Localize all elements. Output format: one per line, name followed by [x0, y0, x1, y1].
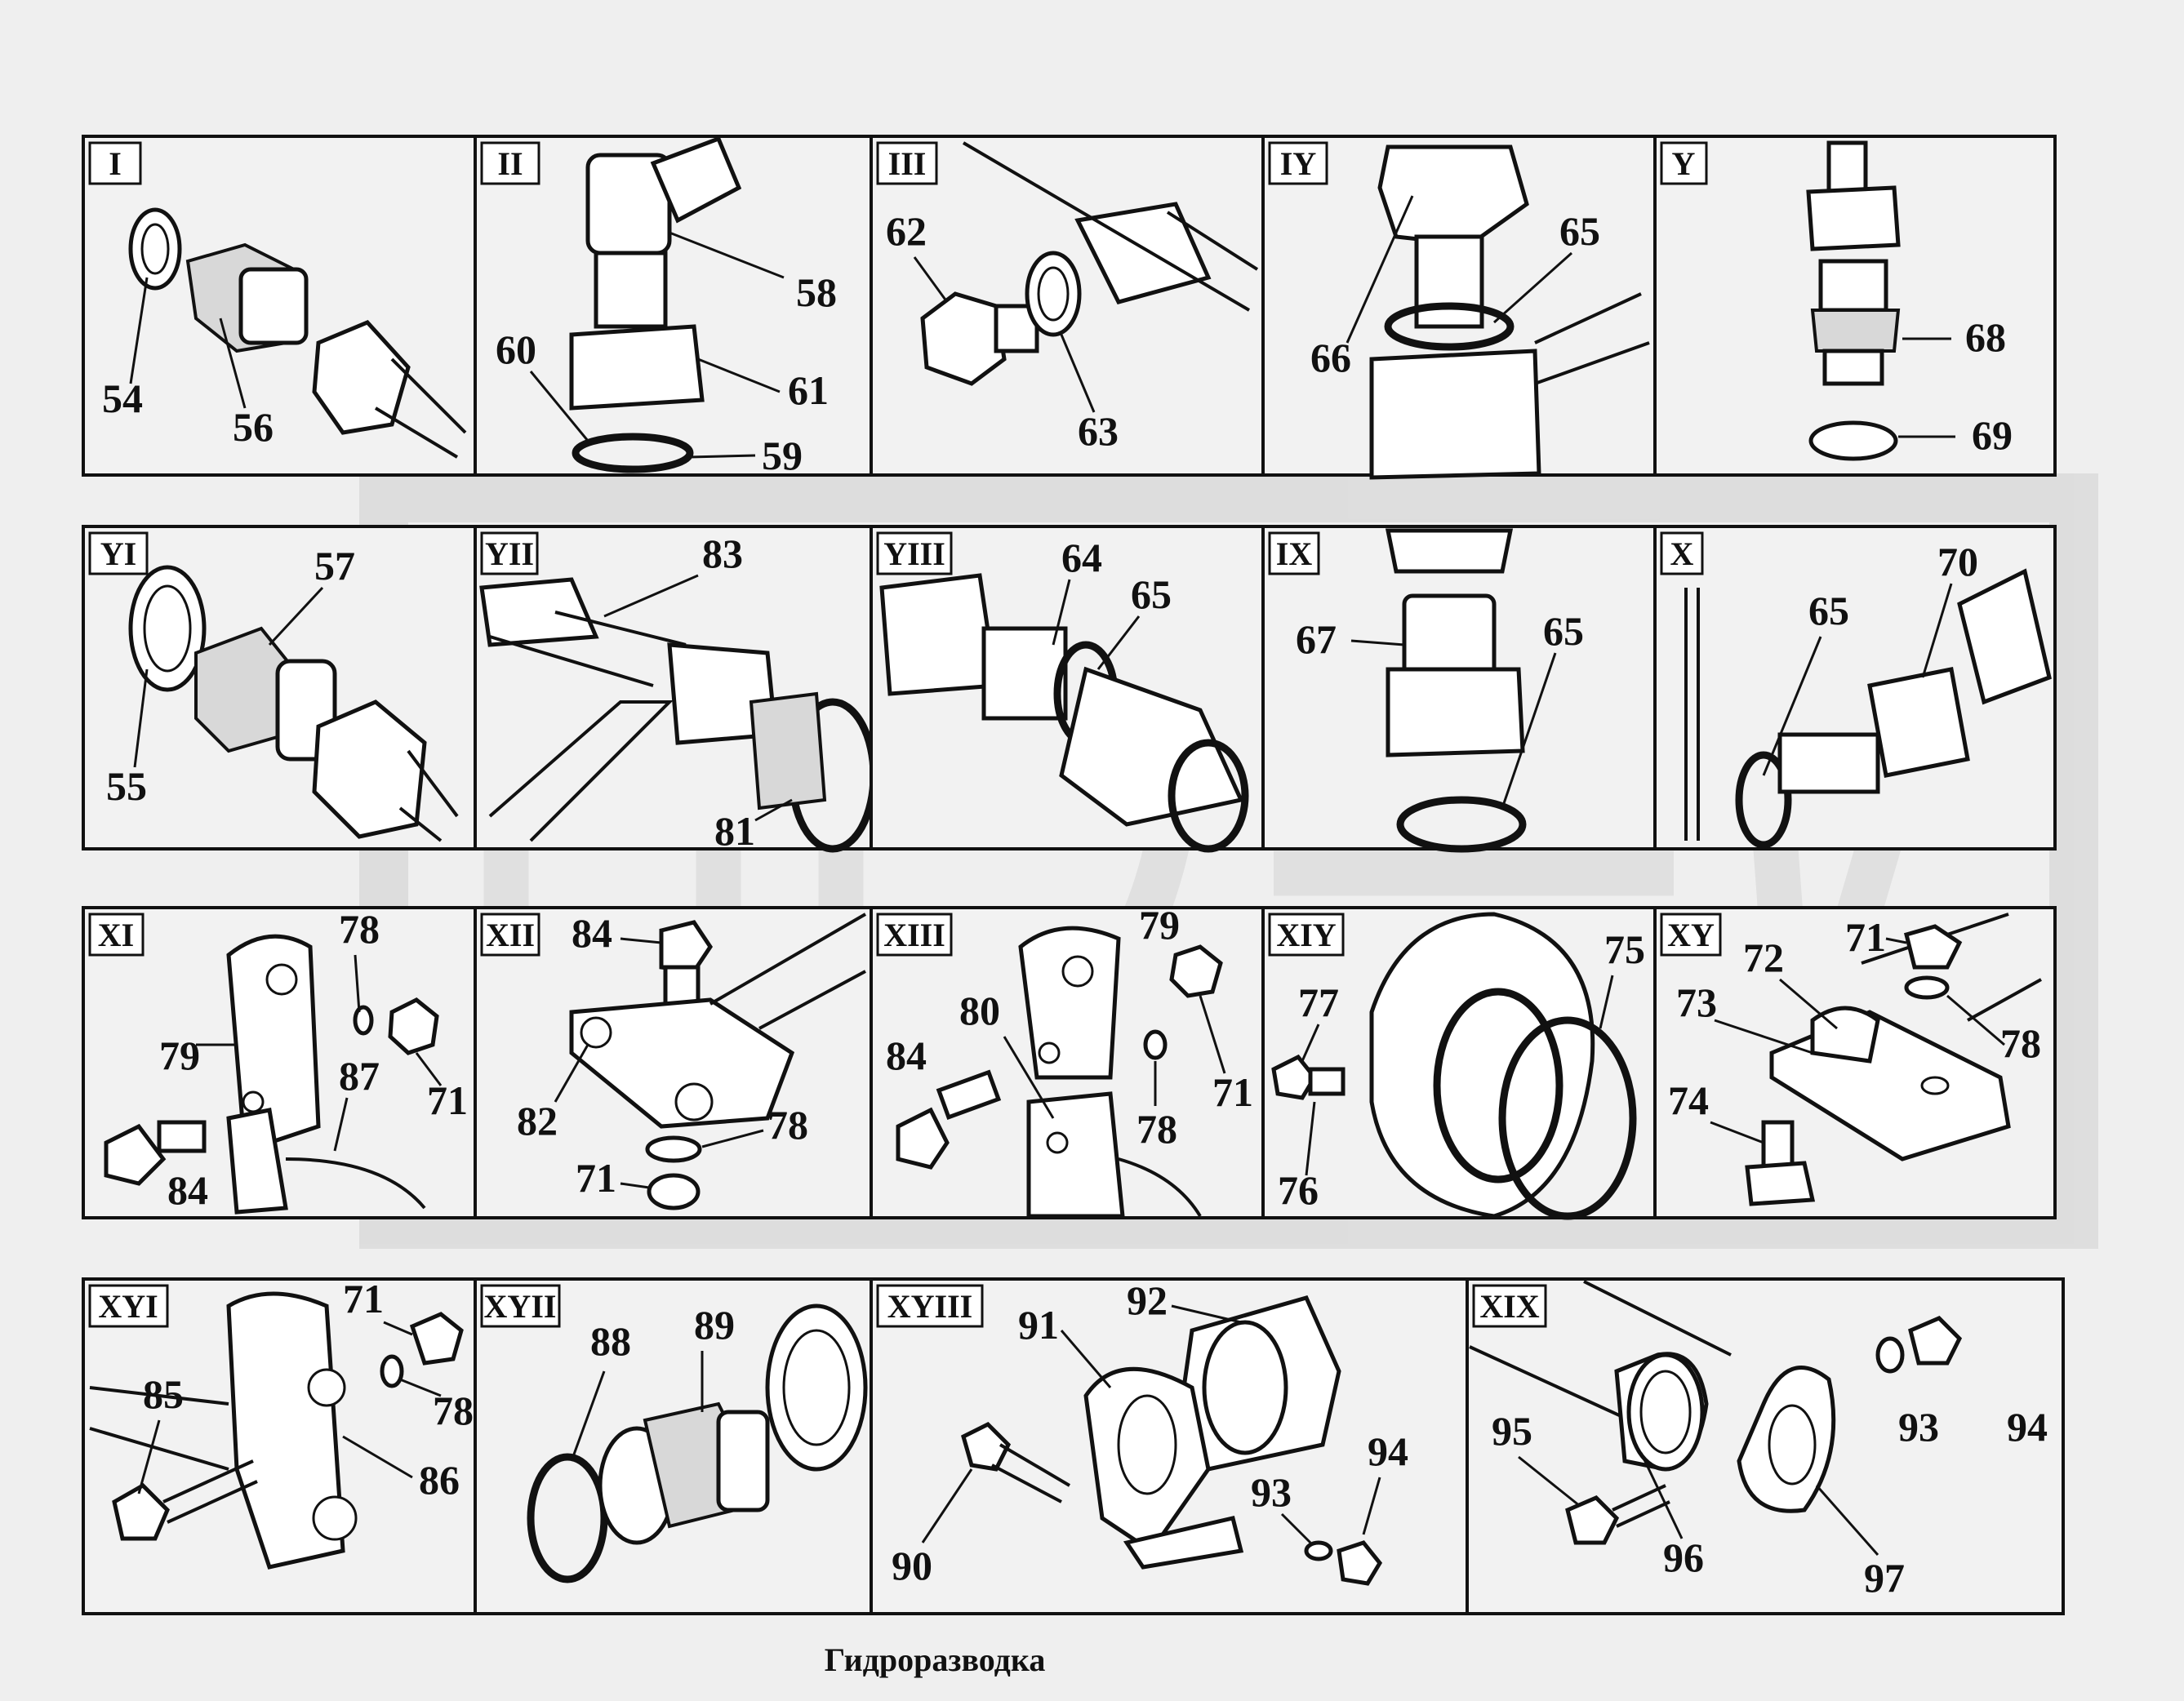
part-number-label: 78	[339, 906, 380, 952]
panel-8: YIII 64 65	[870, 525, 1265, 853]
part-number-label: 76	[1278, 1167, 1319, 1213]
part-number-label: 71	[427, 1077, 468, 1123]
part-number-label: 78	[767, 1102, 808, 1148]
diagram-caption: Гидроразводка	[824, 1641, 1046, 1678]
part-number-label: 59	[762, 433, 803, 478]
panel-6: YI 57 55	[82, 525, 477, 850]
part-number-label: 72	[1743, 935, 1784, 980]
part-number-label: 58	[796, 269, 837, 315]
panel-14-label: XIY	[1276, 917, 1336, 953]
panel-17: XYII 88 89	[474, 1277, 873, 1615]
panel-10: X 70 65	[1653, 525, 2057, 850]
panel-7: YII 83 81	[474, 525, 878, 854]
panel-18-label: XYIII	[887, 1288, 972, 1325]
part-number-label: 70	[1937, 539, 1978, 584]
part-number-label: 80	[959, 988, 1000, 1033]
panel-4: IY 65 66	[1261, 135, 1657, 480]
part-number-label: 87	[339, 1053, 380, 1099]
part-number-label: 71	[576, 1155, 616, 1201]
part-number-label: 69	[1972, 412, 2013, 458]
part-number-label: 89	[694, 1302, 735, 1348]
part-number-label: 63	[1078, 408, 1119, 454]
part-number-label: 73	[1676, 979, 1717, 1025]
part-number-label: 94	[1368, 1428, 1408, 1474]
part-number-label: 79	[159, 1033, 200, 1078]
part-number-label: 65	[1131, 571, 1172, 617]
part-number-label: 60	[496, 326, 536, 372]
part-number-label: 74	[1668, 1077, 1709, 1123]
panel-12-label: XII	[486, 917, 535, 953]
part-number-label: 93	[1251, 1469, 1292, 1515]
panel-12: XII 84 82 78 71	[474, 906, 873, 1219]
panel-6-label: YI	[100, 535, 136, 572]
part-number-label: 61	[788, 367, 829, 413]
part-number-label: 88	[590, 1318, 631, 1364]
part-number-label: 86	[419, 1457, 460, 1503]
part-number-label: 66	[1310, 335, 1351, 380]
part-number-label: 54	[102, 375, 143, 421]
part-number-label: 71	[1212, 1069, 1253, 1115]
part-number-label: 94	[2007, 1404, 2048, 1450]
part-number-label: 79	[1139, 902, 1180, 948]
panel-1: I 54 56	[82, 135, 477, 477]
part-number-label: 84	[572, 910, 612, 956]
part-number-label: 96	[1663, 1534, 1704, 1580]
panel-2: II 58 60 61 59	[474, 135, 873, 478]
part-number-label: 77	[1298, 979, 1339, 1025]
panel-9: IX 67 65	[1261, 525, 1657, 853]
panel-14: XIY 77 75 76	[1261, 906, 1657, 1220]
panel-4-label: IY	[1280, 145, 1317, 182]
panel-15-label: XY	[1667, 917, 1715, 953]
part-number-label: 55	[106, 763, 147, 809]
panel-11: XI 78 79 87 71 84	[82, 906, 477, 1219]
part-number-label: 84	[167, 1167, 208, 1213]
part-number-label: 95	[1492, 1408, 1532, 1454]
part-number-label: 83	[702, 531, 743, 576]
panel-16-label: XYI	[98, 1288, 158, 1325]
panel-5-label: Y	[1672, 145, 1696, 182]
part-number-label: 65	[1559, 208, 1600, 254]
panel-15: XY 71 72 73 78 74	[1653, 906, 2057, 1219]
panel-5: Y 68 69	[1653, 135, 2057, 477]
panel-8-label: YIII	[883, 535, 945, 572]
part-number-label: 57	[314, 543, 355, 588]
panel-3-label: III	[888, 145, 927, 182]
panel-19-label: XIX	[1479, 1288, 1539, 1325]
part-number-label: 65	[1808, 588, 1849, 633]
part-number-label: 67	[1296, 616, 1337, 662]
part-number-label: 68	[1965, 314, 2006, 360]
part-number-label: 64	[1061, 535, 1102, 580]
part-number-label: 81	[714, 808, 755, 854]
panel-16: XYI 71 85 78 86	[82, 1276, 477, 1615]
part-number-label: 93	[1898, 1404, 1939, 1450]
panel-3: III 62 63	[870, 135, 1265, 477]
panel-1-label: I	[109, 145, 122, 182]
panel-19: XIX 95 96 93 94 97	[1466, 1277, 2065, 1615]
part-number-label: 62	[886, 208, 927, 254]
part-number-label: 65	[1543, 608, 1584, 654]
part-number-label: 91	[1018, 1302, 1059, 1348]
panel-10-label: X	[1670, 535, 1694, 572]
panel-18: XYIII 92 91 90 93 94	[870, 1277, 1469, 1615]
part-number-label: 82	[517, 1098, 558, 1144]
panel-13-label: XIII	[883, 917, 945, 953]
part-number-label: 75	[1604, 926, 1645, 972]
panel-2-label: II	[497, 145, 523, 182]
part-number-label: 92	[1127, 1277, 1168, 1323]
part-number-label: 56	[233, 404, 274, 450]
part-number-label: 84	[886, 1033, 927, 1078]
part-number-label: 71	[1845, 914, 1886, 960]
part-number-label: 85	[143, 1371, 184, 1417]
part-number-label: 78	[1136, 1106, 1177, 1152]
panel-9-label: IX	[1276, 535, 1313, 572]
panel-17-label: XYII	[484, 1288, 557, 1325]
panel-13: XIII 79 80 84 78 71	[870, 902, 1265, 1219]
part-number-label: 97	[1864, 1555, 1905, 1601]
part-number-label: 71	[343, 1276, 384, 1321]
part-number-label: 78	[2000, 1020, 2041, 1066]
part-number-label: 90	[892, 1543, 932, 1588]
panel-7-label: YII	[485, 535, 534, 572]
panel-11-label: XI	[98, 917, 134, 953]
